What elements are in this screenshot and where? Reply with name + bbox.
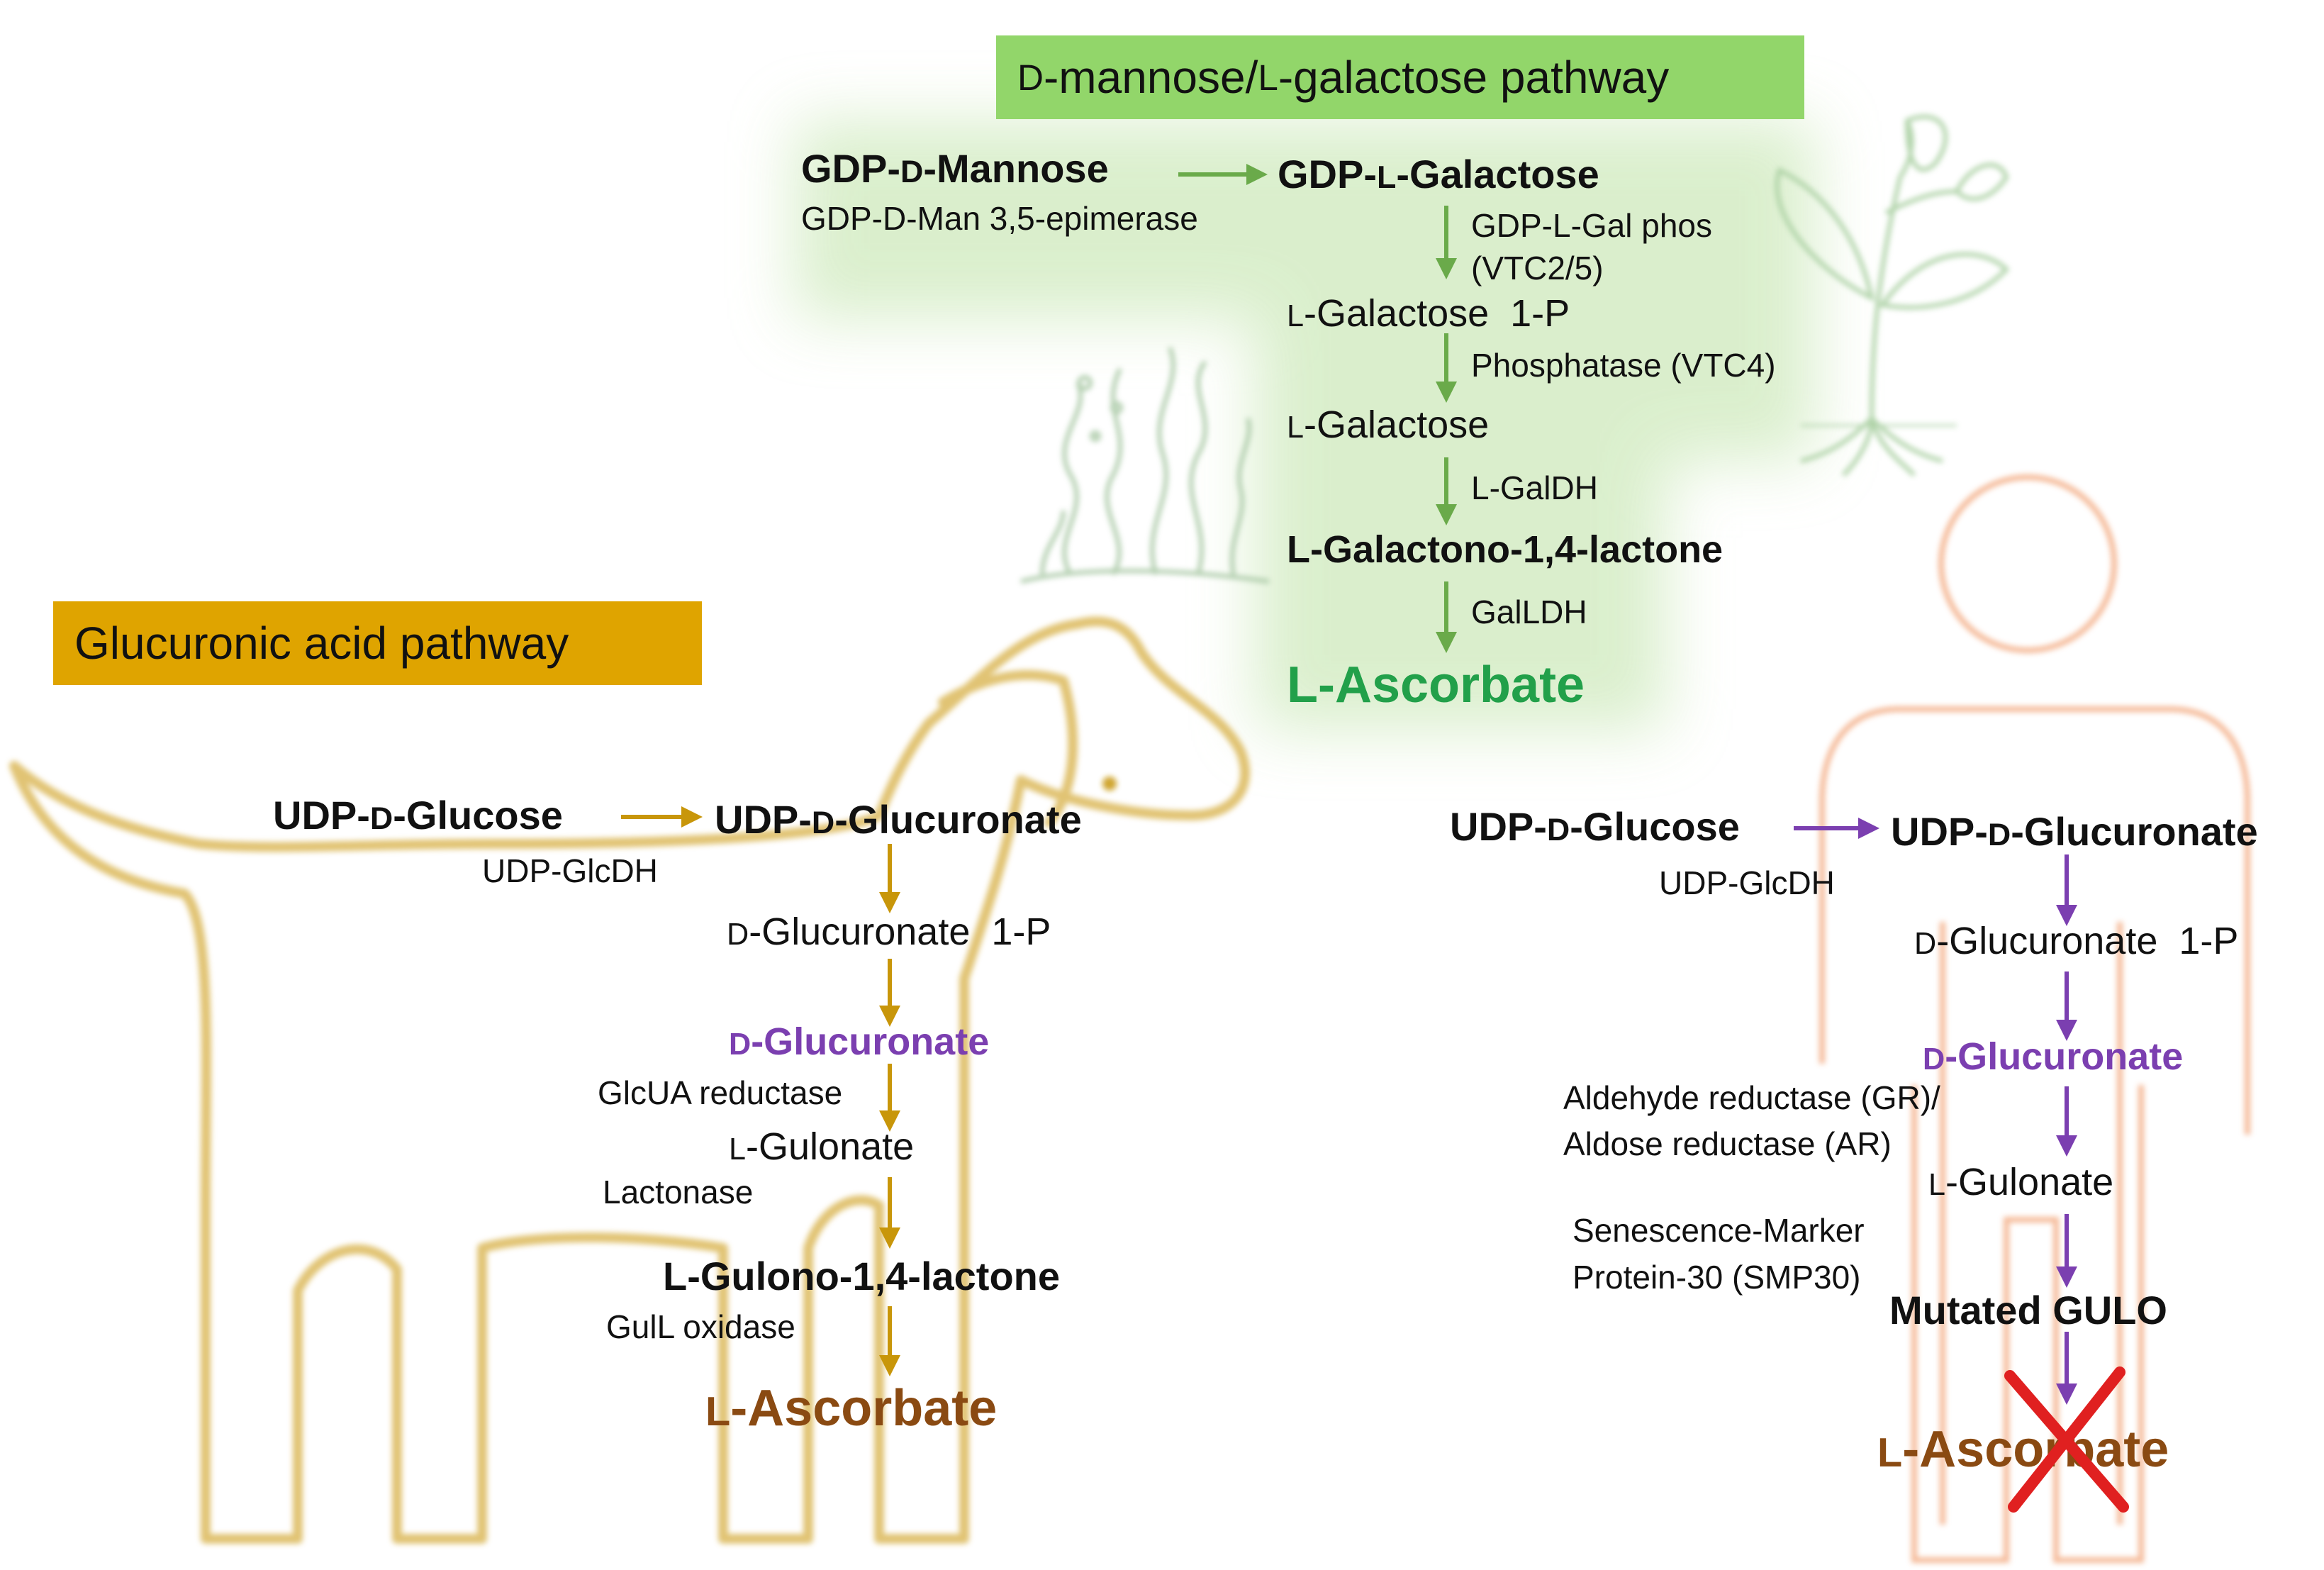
plant-enzyme-l-galdh: L-GalDH [1471, 469, 1598, 506]
human-enzyme-aldehyde-reductase: Aldehyde reductase (GR)/ [1563, 1079, 1940, 1116]
human-enzyme-udp-glcdh: UDP-GlcDH [1659, 864, 1835, 901]
human-s5-a: L [1928, 1168, 1946, 1202]
dog-d-glucuronate: D-Glucuronate [729, 1023, 989, 1061]
dog-s2-c: -Glucuronate [834, 797, 1082, 842]
dog-product-b: -Ascorbate [730, 1380, 998, 1437]
human-s4-b: -Glucuronate [1945, 1035, 2184, 1078]
dog-s4-a: D [729, 1028, 752, 1062]
plant-s2-a: GDP- [1278, 152, 1377, 196]
plant-l-galactose-1p: L-Galactose 1-P [1287, 294, 1570, 333]
dog-s3-a: D [727, 918, 749, 952]
dog-udp-d-glucose: UDP-D-Glucose [273, 796, 563, 835]
plant-gdp-d-mannose: GDP-D-Mannose [801, 149, 1109, 189]
human-udp-d-glucose: UDP-D-Glucose [1450, 807, 1740, 847]
dog-arrows [621, 806, 900, 1376]
human-s2-c: -Glucuronate [2011, 809, 2258, 854]
human-silhouette-icon [1819, 474, 2250, 1563]
plant-enzyme-vtc25: (VTC2/5) [1471, 250, 1604, 286]
human-s3-b: -Glucuronate 1-P [1936, 920, 2239, 962]
dog-s3-b: -Glucuronate 1-P [749, 911, 1051, 953]
human-d-glucuronate: D-Glucuronate [1923, 1037, 2183, 1076]
human-enzyme-senescence-marker: Senescence-Marker [1572, 1212, 1865, 1249]
dog-silhouette-icon [9, 616, 1251, 1544]
plant-s3-b: -Galactose 1-P [1304, 292, 1570, 335]
human-s4-a: D [1923, 1042, 1945, 1076]
dog-s2-b: D [811, 805, 835, 840]
plant-enzyme-gdp-l-gal-phos: GDP-L-Gal phos [1471, 207, 1713, 244]
dog-enzyme-glcua-reductase: GlcUA reductase [598, 1074, 843, 1111]
red-x-icon [2004, 1366, 2129, 1513]
human-arrows [1794, 818, 2077, 1405]
dog-d-glucuronate-1p: D-Glucuronate 1-P [727, 913, 1051, 951]
human-mutated-gulo: Mutated GULO [1889, 1288, 2167, 1332]
dog-product-a: L [705, 1389, 731, 1435]
plant-s1-a: GDP- [801, 146, 900, 191]
plant-s3-a: L [1287, 299, 1305, 333]
plant-glow [794, 121, 1815, 730]
glucuronic-pathway-title: Glucuronic acid pathway [53, 601, 702, 685]
dog-s1-c: -Glucose [393, 793, 563, 837]
plant-l-galactono-lactone: L-Galactono-1,4-lactone [1287, 528, 1724, 571]
plant-s2-b: L [1377, 160, 1397, 195]
plant-title-d: D [1017, 57, 1044, 98]
human-s3-a: D [1914, 927, 1937, 961]
human-s1-c: -Glucose [1570, 804, 1740, 849]
plant-s1-b: D [900, 154, 924, 189]
dog-enzyme-lactonase: Lactonase [603, 1174, 754, 1210]
human-s2-b: D [1987, 817, 2011, 852]
seaweed-icon [1020, 346, 1270, 584]
plant-icon [1775, 114, 2010, 477]
dog-s1-a: UDP- [273, 793, 370, 837]
human-product-b: -Ascorbate [1902, 1421, 2169, 1478]
dog-enzyme-udp-glcdh: UDP-GlcDH [482, 852, 658, 889]
plant-s2-c: -Galactose [1396, 152, 1599, 196]
plant-title-rest2: -galactose pathway [1278, 52, 1670, 103]
human-s2-a: UDP- [1891, 809, 1988, 854]
plant-pathway-title: D-mannose/L-galactose pathway [996, 35, 1804, 119]
dog-l-ascorbate: L-Ascorbate [705, 1383, 997, 1434]
human-l-gulonate: L-Gulonate [1928, 1163, 2113, 1201]
dog-l-gulono-lactone: L-Gulono-1,4-lactone [663, 1254, 1060, 1298]
dog-enzyme-gull-oxidase: GulL oxidase [606, 1308, 795, 1345]
plant-s4-b: -Galactose [1304, 403, 1490, 446]
plant-s1-c: -Mannose [923, 146, 1109, 191]
plant-enzyme-phosphatase: Phosphatase (VTC4) [1471, 347, 1776, 384]
human-enzyme-smp30: Protein-30 (SMP30) [1572, 1259, 1861, 1296]
plant-arrows [1178, 164, 1457, 653]
dog-s2-a: UDP- [715, 797, 812, 842]
human-l-ascorbate: L-Ascorbate [1877, 1424, 2169, 1475]
dog-s5-a: L [729, 1132, 747, 1167]
plant-enzyme-epimerase: GDP-D-Man 3,5-epimerase [801, 200, 1198, 237]
plant-title-rest1: -mannose/ [1043, 52, 1258, 103]
human-udp-d-glucuronate: UDP-D-Glucuronate [1891, 812, 2258, 852]
plant-title-l: L [1258, 57, 1278, 98]
plant-gdp-l-galactose: GDP-L-Galactose [1278, 155, 1599, 194]
dog-l-gulonate: L-Gulonate [729, 1128, 914, 1166]
dog-s1-b: D [369, 801, 393, 836]
plant-enzyme-galldh: GalLDH [1471, 594, 1587, 630]
human-s1-b: D [1546, 812, 1570, 847]
plant-l-galactose: L-Galactose [1287, 406, 1489, 444]
human-product-a: L [1877, 1430, 1903, 1476]
plant-l-ascorbate: L-Ascorbate [1287, 657, 1585, 713]
human-s5-b: -Gulonate [1945, 1161, 2114, 1203]
dog-s5-b: -Gulonate [746, 1125, 915, 1168]
dog-udp-d-glucuronate: UDP-D-Glucuronate [715, 800, 1082, 840]
human-d-glucuronate-1p: D-Glucuronate 1-P [1914, 922, 2238, 960]
dog-s4-b: -Glucuronate [751, 1020, 990, 1063]
human-enzyme-aldose-reductase: Aldose reductase (AR) [1563, 1125, 1892, 1162]
human-s1-a: UDP- [1450, 804, 1547, 849]
plant-s4-a: L [1287, 411, 1305, 445]
